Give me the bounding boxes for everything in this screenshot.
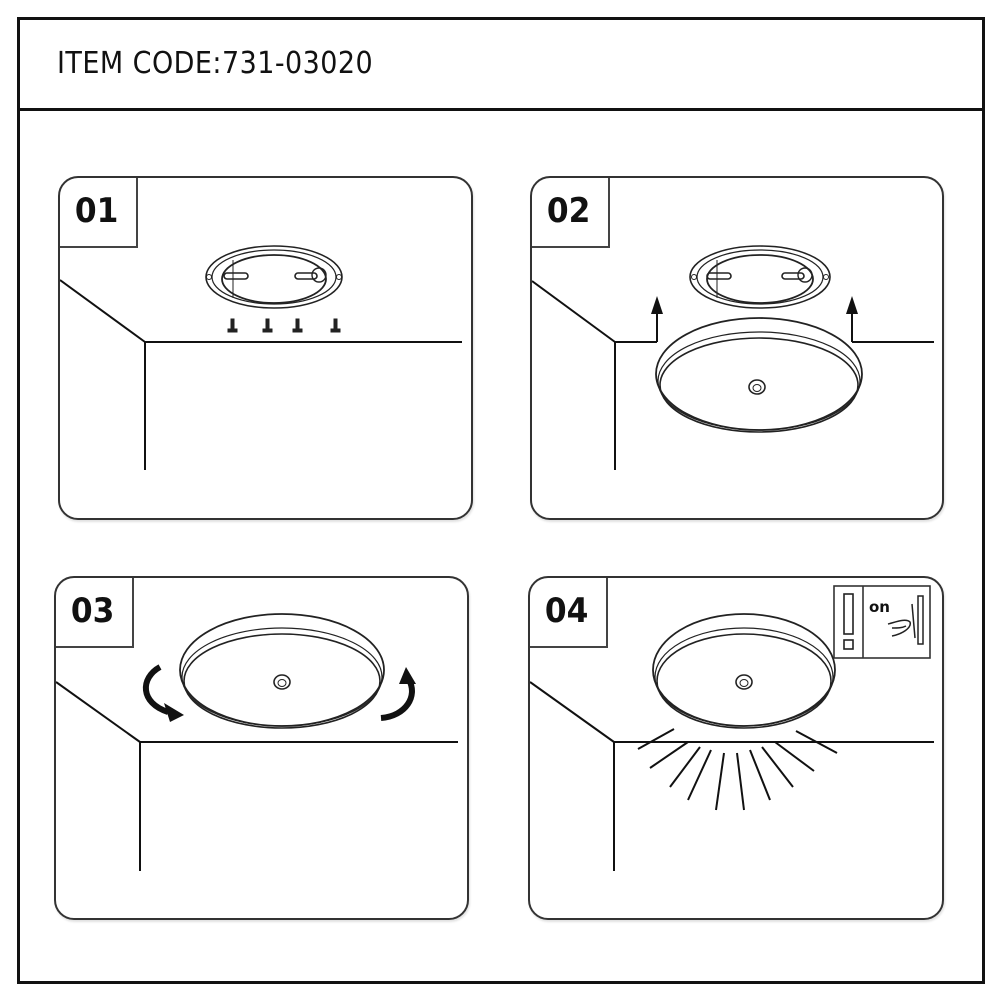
screw-icons — [227, 318, 341, 333]
step-number: 02 — [547, 191, 591, 231]
step-panel-03: 03 — [54, 576, 469, 920]
step-number: 04 — [545, 591, 589, 631]
arrow-up-icon — [651, 296, 663, 342]
screw-icon — [292, 318, 303, 333]
rotate-arrow-icon — [142, 664, 184, 722]
step-panel-04: on 04 — [528, 576, 944, 920]
ceiling-light-icon — [179, 613, 385, 729]
step-03-illustration — [56, 613, 458, 871]
ceiling-light-icon — [655, 317, 863, 433]
step-number-box: 02 — [532, 178, 610, 248]
rotate-arrow-icon — [380, 667, 416, 721]
screw-icon — [262, 318, 273, 333]
screw-icon — [330, 318, 341, 333]
wall-switch-icon — [887, 595, 924, 645]
step-number-box: 01 — [60, 178, 138, 248]
mounting-plate-icon — [205, 245, 343, 309]
switch-indicator: on — [833, 585, 931, 659]
arrow-up-icon — [846, 296, 858, 342]
item-code-title: ITEM CODE:731-03020 — [57, 46, 374, 81]
step-panel-02: 02 — [530, 176, 944, 520]
step-number-box: 04 — [530, 578, 608, 648]
mounting-plate-icon — [689, 245, 831, 309]
warning-icon — [843, 593, 854, 650]
switch-on-label: on — [869, 598, 890, 616]
step-number: 03 — [71, 591, 115, 631]
step-04-illustration: on — [530, 585, 934, 871]
step-number-box: 03 — [56, 578, 134, 648]
light-rays-icon — [637, 728, 838, 811]
ceiling-light-icon — [652, 613, 836, 729]
instruction-sheet: ITEM CODE:731-03020 — [17, 17, 985, 984]
step-number: 01 — [75, 191, 119, 231]
step-panel-01: 01 — [58, 176, 473, 520]
step-02-illustration — [532, 245, 934, 470]
header: ITEM CODE:731-03020 — [20, 20, 982, 111]
screw-icon — [227, 318, 238, 333]
step-01-illustration — [60, 245, 462, 470]
